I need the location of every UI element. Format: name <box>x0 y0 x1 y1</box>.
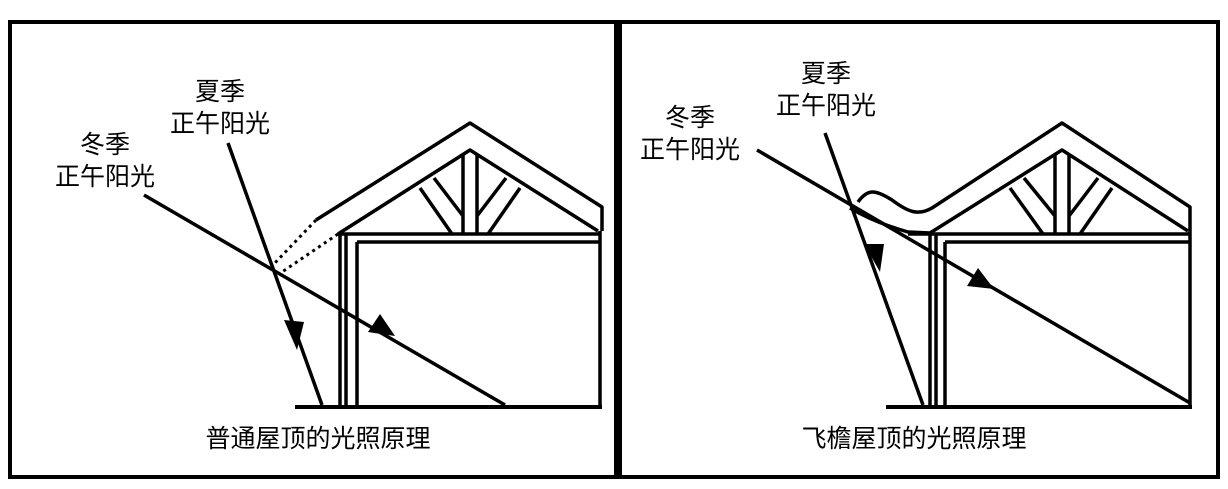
right-winter-label-line1: 冬季 <box>665 103 715 132</box>
right-summer-arrow <box>864 244 884 272</box>
left-strut-right <box>475 176 522 235</box>
right-summer-label-line1: 夏季 <box>801 59 851 88</box>
left-winter-label-line1: 冬季 <box>80 130 130 159</box>
left-rays <box>143 142 506 407</box>
left-strut-left <box>418 176 465 235</box>
left-winter-arrow <box>368 314 395 336</box>
right-winter-label-line2: 正午阳光 <box>640 135 740 164</box>
right-panel-caption: 飞檐屋顶的光照原理 <box>801 424 1026 453</box>
left-summer-ray <box>226 142 324 406</box>
right-summer-label-line2: 正午阳光 <box>776 91 876 120</box>
right-roof-inner <box>849 148 1189 235</box>
right-winter-arrow <box>967 268 994 289</box>
left-summer-label-line2: 正午阳光 <box>170 109 270 138</box>
left-winter-ray <box>143 193 506 407</box>
right-strut-left <box>1008 176 1057 236</box>
left-roof-inner <box>337 148 599 236</box>
left-eave-dotted-lower <box>281 232 339 274</box>
right-panel: 夏季 正午阳光 冬季 正午阳光 飞檐屋顶的光照原理 <box>618 20 1220 479</box>
left-house <box>270 121 604 409</box>
left-panel-caption: 普通屋顶的光照原理 <box>205 424 430 453</box>
right-house <box>849 121 1192 409</box>
left-summer-label-line1: 夏季 <box>195 77 245 106</box>
left-summer-arrow <box>284 320 304 350</box>
left-roof-outer <box>315 121 604 231</box>
left-eave-dotted-upper <box>270 218 318 268</box>
right-rays <box>756 132 1191 406</box>
right-panel-frame <box>618 20 1220 479</box>
right-roof-outer <box>856 121 1192 231</box>
left-panel-frame <box>8 20 618 479</box>
right-strut-right <box>1067 176 1114 235</box>
right-summer-ray <box>823 132 925 406</box>
left-winter-label-line2: 正午阳光 <box>55 162 155 191</box>
left-panel: 夏季 正午阳光 冬季 正午阳光 普通屋顶的光照原理 <box>8 20 618 479</box>
